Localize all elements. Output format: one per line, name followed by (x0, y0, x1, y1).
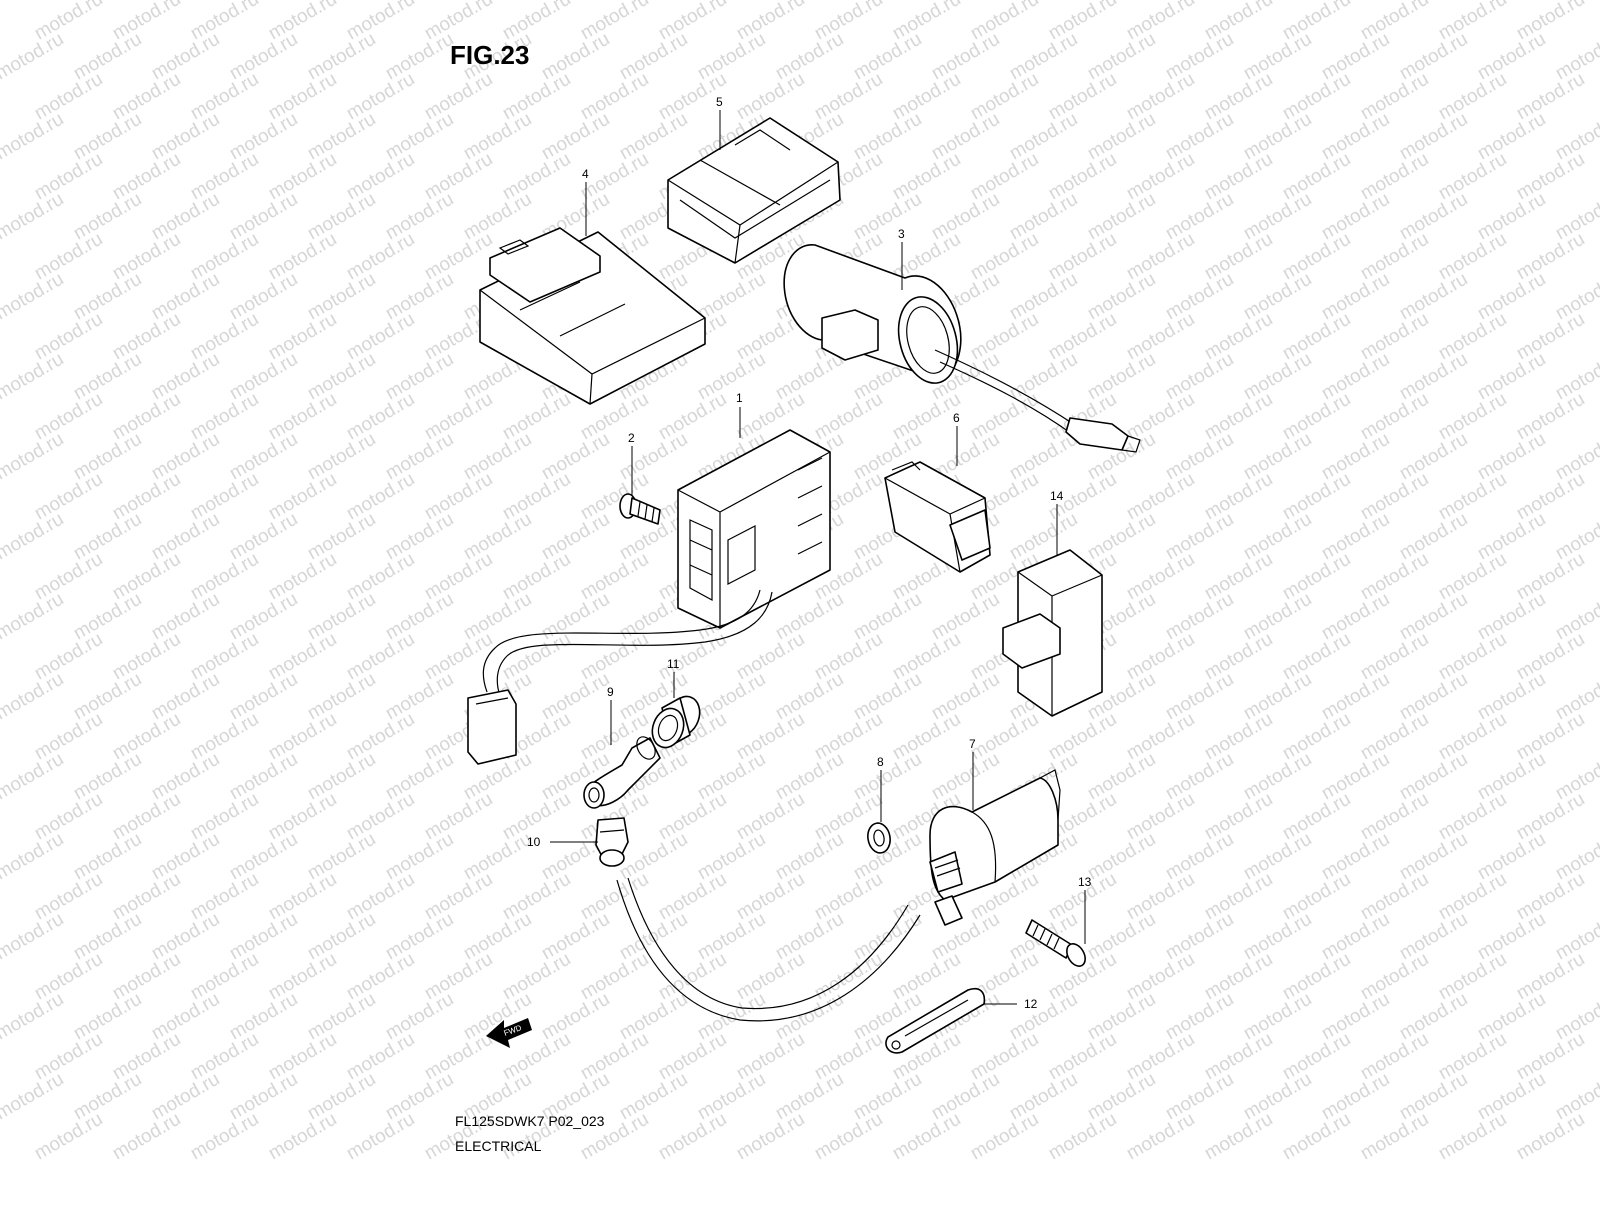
watermark-text: motod.ru (0, 909, 67, 965)
watermark-text: motod.ru (655, 1109, 730, 1165)
part-8-washer (867, 822, 891, 854)
callout-11: 11 (667, 657, 680, 671)
watermark-text: motod.ru (0, 349, 67, 405)
section-label: ELECTRICAL (455, 1138, 542, 1154)
part-5-cover (667, 117, 841, 264)
callout-8: 8 (877, 755, 884, 769)
watermark-text: motod.ru (0, 429, 67, 485)
watermark-text: motod.ru (0, 829, 67, 885)
part-14-box (1002, 549, 1103, 717)
watermark-text: motod.ru (187, 1109, 262, 1165)
part-3-cylinder-unit (783, 244, 1141, 453)
part-11-bushing (651, 695, 701, 749)
callouts: 1 2 3 4 5 6 7 8 9 10 11 12 13 14 (527, 95, 1092, 1011)
watermark-text: motod.ru (1045, 1109, 1120, 1165)
callout-7: 7 (969, 737, 976, 751)
watermark-text: motod.ru (733, 1109, 808, 1165)
part-9-plug-cap (583, 736, 661, 809)
watermark-text: motod.ru (967, 1109, 1042, 1165)
callout-9: 9 (607, 685, 614, 699)
watermark-text: motod.ru (1435, 1109, 1510, 1165)
watermark-text: motod.ru (811, 1109, 886, 1165)
callout-2: 2 (628, 431, 635, 445)
callout-3: 3 (898, 227, 905, 241)
fwd-arrow: FWD (486, 1018, 532, 1048)
part-1-regulator (467, 429, 831, 765)
watermark-text: motod.ru (0, 109, 67, 165)
ignition-lead (616, 879, 921, 1022)
watermark-text: motod.ru (0, 749, 67, 805)
callout-10: 10 (527, 835, 541, 849)
part-10-grommet (595, 817, 629, 867)
callout-14: 14 (1050, 489, 1064, 503)
watermark-text: motod.ru (889, 1109, 964, 1165)
part-7-ignition-coil (929, 769, 1061, 926)
diagram-code: FL125SDWK7 P02_023 (455, 1113, 605, 1129)
watermark-text: motod.ru (0, 589, 67, 645)
watermark-text: motod.ru (109, 1109, 184, 1165)
watermark-text: motod.ru (1279, 1109, 1354, 1165)
part-4-cdi-unit (479, 227, 706, 405)
watermark-text: motod.ru (1513, 1109, 1588, 1165)
watermark-text: motod.ru (0, 509, 67, 565)
watermark-text: motod.ru (1357, 1109, 1432, 1165)
callout-5: 5 (716, 95, 723, 109)
watermark-text: motod.ru (0, 669, 67, 725)
watermark-text: motod.ru (343, 1109, 418, 1165)
part-2-screw (619, 493, 661, 525)
callout-6: 6 (953, 411, 960, 425)
watermark-text: motod.ru (265, 1109, 340, 1165)
callout-12: 12 (1024, 997, 1038, 1011)
watermark-text: motod.ru (0, 29, 67, 85)
callout-13: 13 (1078, 875, 1092, 889)
part-6-relay (884, 461, 991, 573)
ignition-lead-outline (627, 877, 909, 1010)
callout-4: 4 (582, 167, 589, 181)
part-13-bolt (1025, 919, 1086, 967)
watermark-text: motod.ru (0, 989, 67, 1045)
watermark-text: motod.ru (31, 1109, 106, 1165)
watermark-text: motod.ru (0, 1069, 67, 1125)
figure-title: FIG.23 (450, 40, 530, 70)
watermark-text: motod.ru (1201, 1109, 1276, 1165)
watermark-text: motod.ru (0, 269, 67, 325)
watermark-text: motod.ru (1123, 1109, 1198, 1165)
callout-1: 1 (736, 391, 743, 405)
watermark-text: motod.ru (0, 189, 67, 245)
